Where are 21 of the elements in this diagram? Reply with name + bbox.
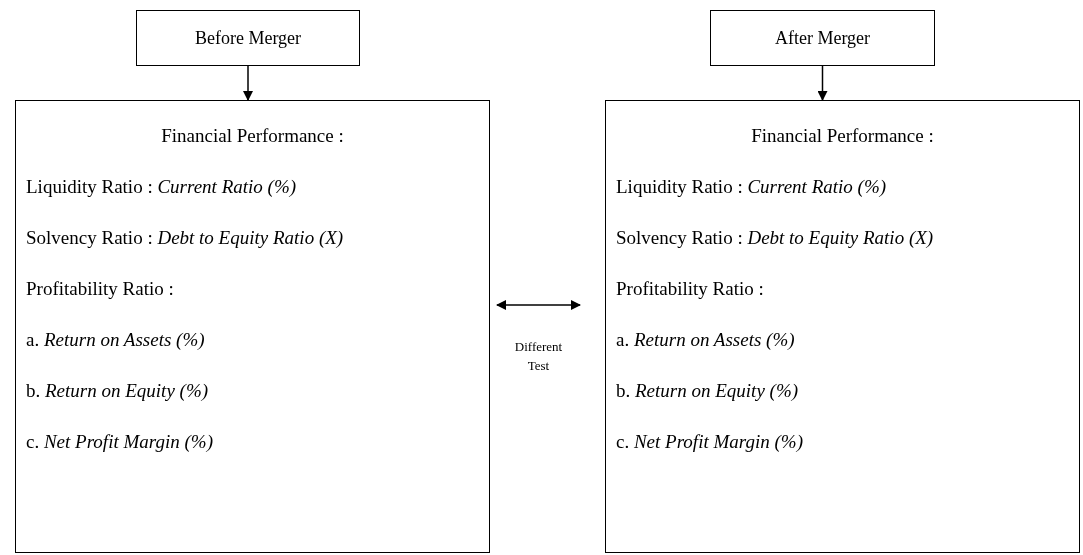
list-item: c. Net Profit Margin (%) <box>616 430 804 454</box>
list-item: Liquidity Ratio : Current Ratio (%) <box>616 175 888 199</box>
list-item: Profitability Ratio : <box>616 277 765 301</box>
arrow <box>817 65 828 101</box>
list-item: a. Return on Assets (%) <box>616 328 796 352</box>
list-item: Profitability Ratio : <box>26 277 175 301</box>
list-item: c. Net Profit Margin (%) <box>26 430 214 454</box>
arrow <box>243 65 253 101</box>
process-box <box>15 100 490 553</box>
list-item: b. Return on Equity (%) <box>26 379 210 403</box>
list-item: Solvency Ratio : Debt to Equity Ratio (X) <box>616 226 935 250</box>
arrow <box>496 300 581 310</box>
process-box <box>605 100 1080 553</box>
box-heading: Financial Performance : <box>750 124 935 148</box>
box-heading: Financial Performance : <box>160 124 345 148</box>
list-item: Solvency Ratio : Debt to Equity Ratio (X) <box>26 226 345 250</box>
process-box: Before Merger <box>136 10 360 66</box>
process-box: After Merger <box>710 10 935 66</box>
list-item: b. Return on Equity (%) <box>616 379 800 403</box>
list-item: Liquidity Ratio : Current Ratio (%) <box>26 175 298 199</box>
list-item: a. Return on Assets (%) <box>26 328 206 352</box>
